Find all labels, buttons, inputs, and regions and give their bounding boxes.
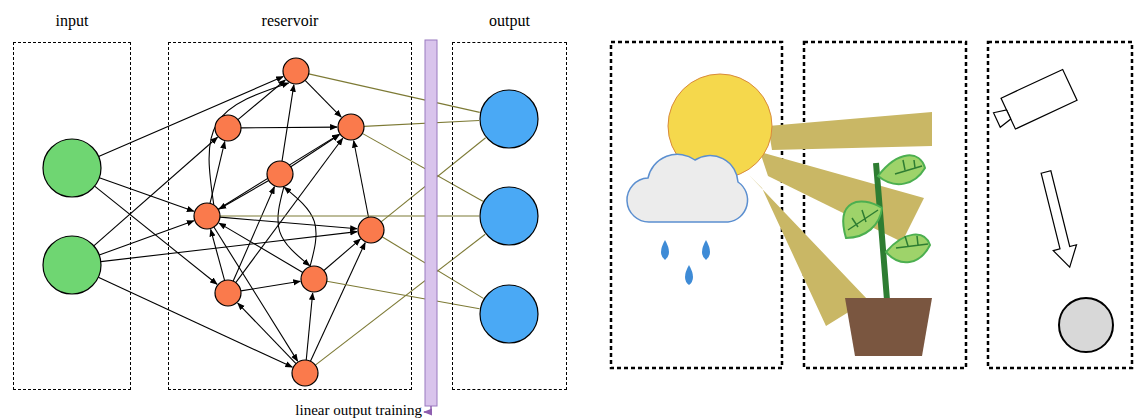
light-beams xyxy=(748,112,932,326)
neuron xyxy=(358,217,384,243)
network-link xyxy=(211,230,225,281)
network-link xyxy=(315,234,485,365)
network-link xyxy=(241,127,337,129)
neuron xyxy=(215,115,241,141)
neuron xyxy=(267,161,293,187)
network-link xyxy=(218,134,339,209)
scene-panels xyxy=(611,42,1132,368)
neuron xyxy=(43,139,101,197)
neuron-circles xyxy=(43,58,538,386)
network-link xyxy=(241,281,300,291)
network-link xyxy=(98,277,292,367)
network-link xyxy=(220,215,479,216)
group-heading: input xyxy=(0,12,150,30)
neuron xyxy=(301,266,327,292)
raindrops xyxy=(661,240,710,285)
neuron xyxy=(194,203,220,229)
network-link xyxy=(219,223,303,272)
output-ball xyxy=(1059,298,1113,352)
group-box: reservoir xyxy=(168,42,412,390)
network-link xyxy=(364,121,479,127)
neuron xyxy=(215,280,241,306)
neuron xyxy=(480,285,538,343)
network-link xyxy=(99,221,194,255)
network-link xyxy=(284,187,316,266)
network-link xyxy=(291,135,339,167)
network-link xyxy=(310,243,365,361)
neuron xyxy=(283,58,309,84)
network-link xyxy=(327,281,480,308)
network-link xyxy=(95,186,217,284)
network-link xyxy=(278,186,310,265)
network-link xyxy=(309,74,480,113)
group-box: output xyxy=(452,42,567,390)
cloud xyxy=(627,154,748,222)
leader-line xyxy=(424,406,431,412)
group-heading: output xyxy=(433,12,586,30)
network-link xyxy=(99,77,284,157)
group-box: input xyxy=(13,42,131,390)
neuron xyxy=(292,360,318,386)
neuron xyxy=(43,236,101,294)
network-link xyxy=(236,138,343,282)
training-bar xyxy=(425,40,437,406)
camera xyxy=(989,69,1077,134)
network-link xyxy=(305,80,341,117)
neuron xyxy=(480,187,538,245)
network-link xyxy=(101,232,357,262)
annotation-label: linear output training xyxy=(295,402,422,419)
network-link xyxy=(362,133,483,201)
neuron xyxy=(480,90,538,148)
network-link xyxy=(94,137,218,246)
network-link xyxy=(219,180,269,209)
hollow-arrow xyxy=(1034,169,1081,270)
network-link xyxy=(214,227,298,361)
plant xyxy=(843,155,932,356)
network-link xyxy=(282,85,294,161)
network-link xyxy=(306,293,312,360)
network-link xyxy=(354,141,369,217)
network-link xyxy=(99,178,193,212)
neuron xyxy=(338,114,364,140)
network-link xyxy=(210,142,225,204)
network-link xyxy=(220,217,357,229)
group-heading: reservoir xyxy=(149,12,431,30)
